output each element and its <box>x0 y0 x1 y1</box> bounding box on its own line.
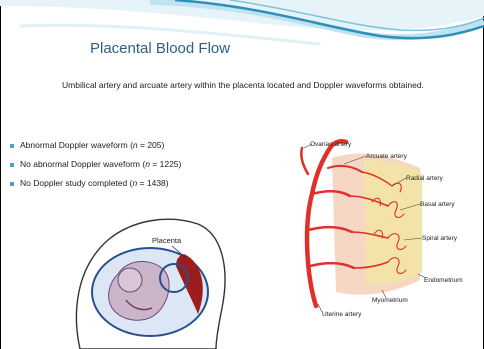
bullet-item-no-abnormal: No abnormal Doppler waveform (n = 1225) <box>10 155 181 174</box>
pregnant-uterus-illustration: Placenta <box>70 208 232 349</box>
bullet-text: No Doppler study completed (n = 1438) <box>20 178 169 188</box>
placenta-label: Placenta <box>152 236 182 245</box>
ovarian-branch <box>301 148 308 174</box>
bullet-item-abnormal: Abnormal Doppler waveform (n = 205) <box>10 136 181 155</box>
intro-text: Umbilical artery and arcuate artery with… <box>62 78 472 93</box>
uterine-artery-diagram: Ovarian artery Arcuate artery Radial art… <box>282 134 482 320</box>
slide-title: Placental Blood Flow <box>90 40 230 57</box>
fetus-head <box>118 268 142 292</box>
bullet-square-icon <box>10 182 14 186</box>
bullet-item-no-study: No Doppler study completed (n = 1438) <box>10 174 181 193</box>
label-myometrium: Myometrium <box>372 297 408 304</box>
bullet-square-icon <box>10 163 14 167</box>
bullet-text: No abnormal Doppler waveform (n = 1225) <box>20 159 181 169</box>
bullet-square-icon <box>10 144 14 148</box>
label-spiral-artery: Spiral artery <box>422 235 458 242</box>
bullet-list: Abnormal Doppler waveform (n = 205) No a… <box>10 136 181 193</box>
label-basal-artery: Basal artery <box>420 201 455 208</box>
label-radial-artery: Radial artery <box>406 175 444 182</box>
bullet-text: Abnormal Doppler waveform (n = 205) <box>20 140 164 150</box>
label-ovarian-artery: Ovarian artery <box>310 141 352 148</box>
label-uterine-artery: Uterine artery <box>322 311 362 318</box>
header-wave-decoration <box>0 0 484 70</box>
label-arcuate-artery: Arcuate artery <box>366 153 408 160</box>
label-endometrium: Endometrium <box>424 277 463 284</box>
